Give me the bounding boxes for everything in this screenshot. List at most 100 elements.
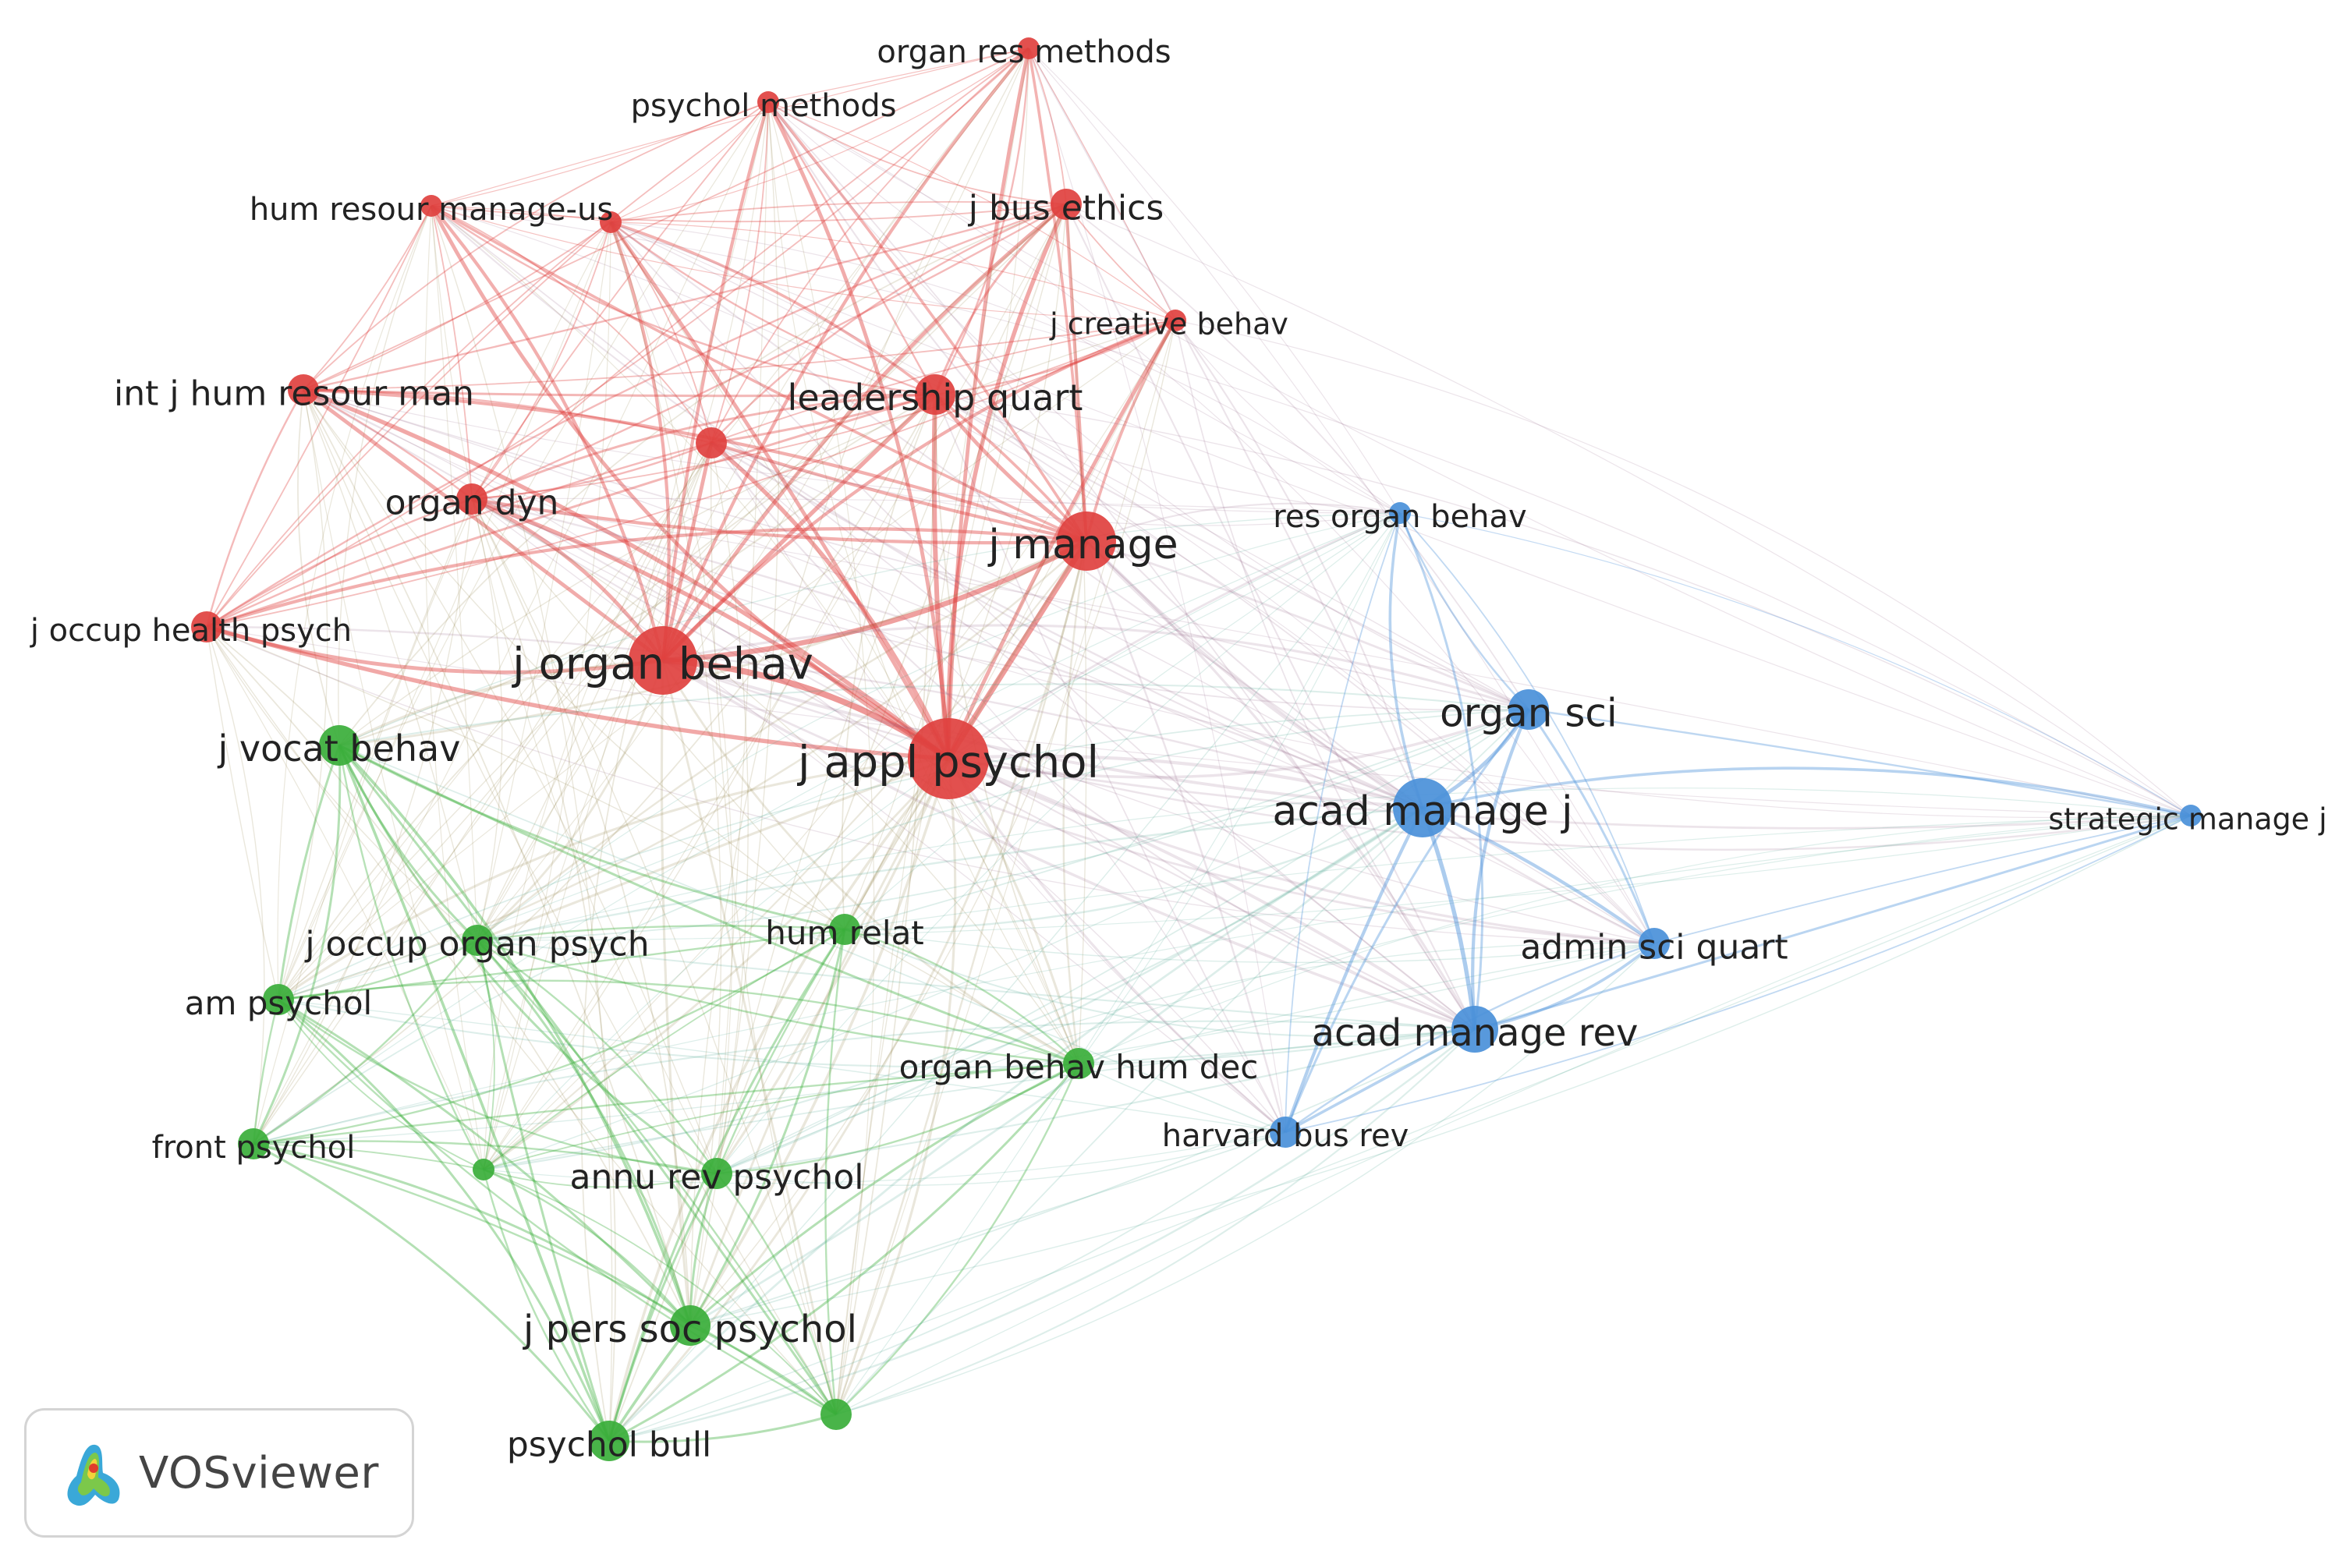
label-acad-manage-rev[interactable]: acad manage rev [1312,1011,1639,1055]
node-j-pers-soc-psychol[interactable] [670,1305,711,1346]
node-acad-manage-j[interactable] [1393,778,1452,837]
link-leadership-quart-admin-sci-quart [934,394,1655,944]
link-acad-manage-rev-harvard-bus-rev [1285,1028,1476,1134]
label-annu-rev-psychol[interactable]: annu rev psychol [570,1158,864,1198]
link-int-j-hum-resour-man-j-organ-behav [302,388,664,662]
label-res-organ-behav[interactable]: res organ behav [1273,499,1526,535]
node-leadership-quart[interactable] [915,374,955,415]
label-harvard-bus-rev[interactable]: harvard bus rev [1162,1118,1409,1154]
label-organ-dyn[interactable]: organ dyn [385,483,559,523]
link-unlabeled-red-a-j-occup-organ-psych [477,221,611,941]
node-j-occup-health-psych[interactable] [191,611,222,642]
link-organ-behav-hum-dec-annu-rev-psychol [716,1062,1079,1175]
node-organ-dyn[interactable] [456,483,487,515]
link-unlabeled-red-a-organ-sci [610,221,1529,710]
label-j-vocat-behav[interactable]: j vocat behav [218,727,461,770]
node-unlabeled-green-b[interactable] [820,1399,852,1430]
link-psychol-methods-j-occup-organ-psych [477,101,769,941]
link-psychol-methods-j-occup-health-psych [206,101,769,628]
node-int-j-hum-resour-man[interactable] [288,374,319,405]
node-j-creative-behav[interactable] [1164,310,1186,331]
link-j-organ-behav-j-vocat-behav [338,659,664,747]
link-organ-res-methods-res-organ-behav [1028,48,1401,514]
label-j-occup-organ-psych[interactable]: j occup organ psych [304,925,649,965]
node-psychol-methods[interactable] [757,91,779,113]
node-hum-resour-manage-us[interactable] [420,195,442,217]
label-int-j-hum-resour-man[interactable]: int j hum resour man [114,374,474,414]
label-hum-relat[interactable]: hum relat [765,914,924,952]
link-unlabeled-red-a-am-psychol [278,221,611,1000]
node-hum-relat[interactable] [829,914,860,945]
label-j-manage[interactable]: j manage [987,522,1178,568]
link-j-creative-behav-j-appl-psychol [946,319,1178,759]
link-unlabeled-green-b-admin-sci-quart [835,943,1655,1415]
link-unlabeled-red-a-unlabeled-red-b [610,221,712,444]
label-organ-sci[interactable]: organ sci [1440,691,1618,736]
node-j-occup-organ-psych[interactable] [462,925,493,956]
link-j-manage-acad-manage-rev [1085,540,1476,1030]
node-organ-res-methods[interactable] [1018,37,1040,59]
node-res-organ-behav[interactable] [1389,502,1411,524]
node-unlabeled-red-a[interactable] [600,211,622,233]
node-j-manage[interactable] [1057,511,1116,571]
node-annu-rev-psychol[interactable] [701,1158,732,1189]
node-j-vocat-behav[interactable] [319,725,360,766]
link-am-psychol-harvard-bus-rev [278,999,1286,1133]
link-j-occup-health-psych-unlabeled-green-b [206,626,837,1415]
node-strategic-manage-j[interactable] [2180,805,2202,826]
link-front-psychol-admin-sci-quart [253,943,1655,1145]
label-acad-manage-j[interactable]: acad manage j [1272,788,1572,835]
link-psychol-methods-j-organ-behav [661,101,771,661]
label-leadership-quart[interactable]: leadership quart [788,377,1083,419]
link-j-appl-psychol-harvard-bus-rev [947,758,1287,1134]
link-organ-sci-strategic-manage-j [1528,708,2192,817]
label-j-bus-ethics[interactable]: j bus ethics [968,189,1164,228]
node-admin-sci-quart[interactable] [1639,928,1670,959]
link-organ-dyn-hum-relat [471,498,845,930]
node-j-appl-psychol[interactable] [908,718,989,799]
label-j-creative-behav[interactable]: j creative behav [1049,307,1288,342]
link-j-occup-organ-psych-annu-rev-psychol [477,939,718,1174]
link-j-bus-ethics-psychol-bull [608,204,1067,1442]
node-acad-manage-rev[interactable] [1451,1006,1498,1053]
node-psychol-bull[interactable] [589,1421,629,1461]
label-front-psychol[interactable]: front psychol [152,1130,356,1166]
label-j-organ-behav[interactable]: j organ behav [511,639,813,689]
label-psychol-methods[interactable]: psychol methods [631,88,897,124]
link-psychol-methods-hum-resour-manage-us [431,101,769,207]
link-res-organ-behav-harvard-bus-rev [1285,512,1401,1133]
node-front-psychol[interactable] [238,1128,269,1159]
node-organ-sci[interactable] [1508,689,1549,730]
node-unlabeled-green-a[interactable] [473,1159,494,1180]
label-strategic-manage-j[interactable]: strategic manage j [2048,802,2327,837]
node-j-bus-ethics[interactable] [1051,189,1082,220]
label-hum-resour-manage-us[interactable]: hum resour manage-us [250,192,613,228]
link-psychol-methods-admin-sci-quart [767,101,1655,944]
link-unlabeled-green-a-annu-rev-psychol [483,1169,718,1188]
label-j-appl-psychol[interactable]: j appl psychol [796,737,1099,788]
link-front-psychol-j-pers-soc-psychol [253,1142,691,1327]
link-organ-behav-hum-dec-acad-manage-rev [1078,1028,1476,1065]
node-j-organ-behav[interactable] [629,626,697,695]
label-am-psychol[interactable]: am psychol [185,984,372,1022]
node-organ-behav-hum-dec[interactable] [1063,1048,1094,1079]
link-psychol-methods-front-psychol [253,101,769,1145]
node-harvard-bus-rev[interactable] [1270,1117,1301,1148]
label-organ-res-methods[interactable]: organ res methods [877,34,1171,70]
label-j-occup-health-psych[interactable]: j occup health psych [30,613,352,649]
link-j-appl-psychol-unlabeled-green-b [835,758,957,1415]
label-j-pers-soc-psychol[interactable]: j pers soc psychol [523,1308,857,1351]
node-unlabeled-red-b[interactable] [696,427,727,458]
vosviewer-logo-icon [67,1444,120,1506]
label-organ-behav-hum-dec[interactable]: organ behav hum dec [899,1048,1259,1086]
link-j-bus-ethics-front-psychol [253,204,1067,1145]
label-psychol-bull[interactable]: psychol bull [507,1425,711,1465]
label-admin-sci-quart[interactable]: admin sci quart [1520,928,1788,968]
node-am-psychol[interactable] [263,984,294,1015]
link-leadership-quart-hum-relat [841,394,936,930]
link-j-creative-behav-j-manage [1085,320,1177,542]
link-j-bus-ethics-j-occup-health-psych [206,203,1067,628]
link-j-occup-organ-psych-acad-manage-j [477,806,1423,942]
link-j-occup-health-psych-j-pers-soc-psychol [206,626,691,1326]
